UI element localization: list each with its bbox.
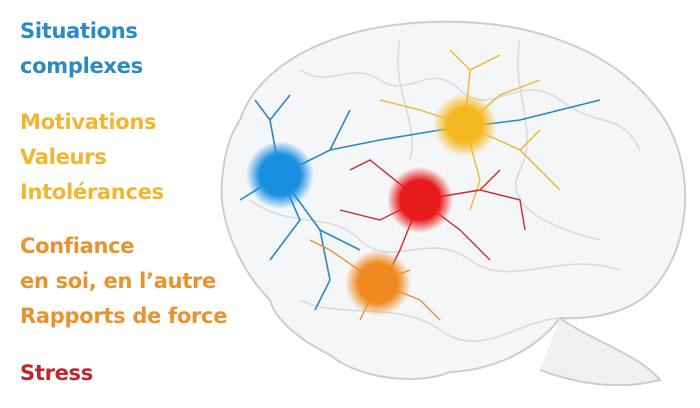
label-line: Confiance <box>20 234 135 258</box>
orange-node <box>345 250 411 316</box>
label-motivations: Motivations Valeurs Intolérances <box>20 105 164 210</box>
yellow-node <box>433 93 497 157</box>
label-situations: Situations complexes <box>20 14 143 84</box>
label-line: complexes <box>20 54 143 78</box>
orange-network <box>309 239 441 321</box>
label-line: Motivations <box>20 110 157 134</box>
red-network <box>339 159 526 271</box>
red-node <box>387 167 453 233</box>
label-stress: Stress <box>20 356 93 391</box>
yellow-network <box>379 49 561 211</box>
label-line: Valeurs <box>20 145 107 169</box>
label-line: Rapports de force <box>20 304 228 328</box>
label-line: Situations <box>20 19 138 43</box>
label-line: Intolérances <box>20 180 164 204</box>
blue-node <box>246 141 314 209</box>
label-line: en soi, en l’autre <box>20 269 216 293</box>
label-line: Stress <box>20 361 93 385</box>
label-confiance: Confiance en soi, en l’autre Rapports de… <box>20 229 227 334</box>
brain-outline <box>220 20 687 387</box>
